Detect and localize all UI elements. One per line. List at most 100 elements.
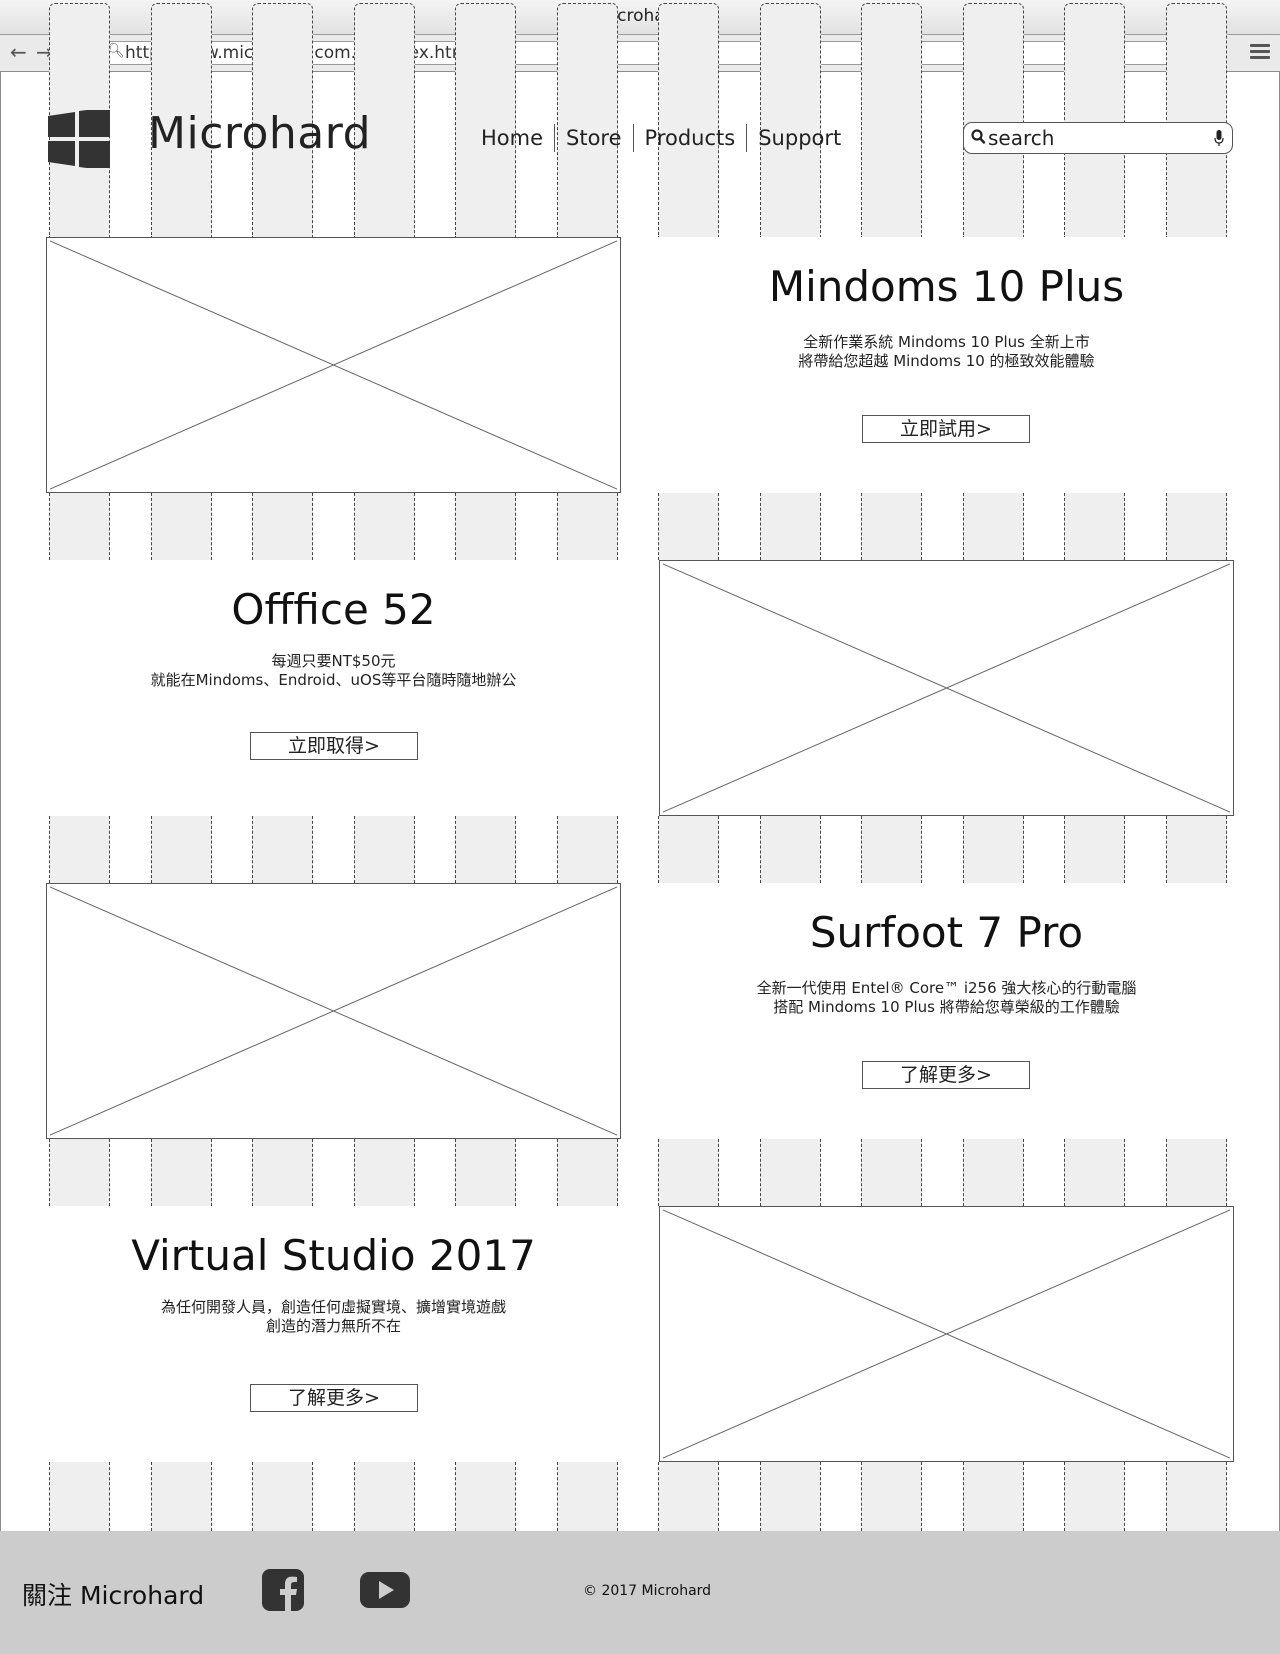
grid-column-guide <box>557 816 618 883</box>
windows-logo-icon <box>48 110 110 168</box>
image-placeholder <box>659 560 1234 816</box>
product-description-line: 全新一代使用 Entel® Core™ i256 強大核心的行動電腦 <box>756 979 1137 997</box>
grid-column-guide <box>1166 3 1227 237</box>
grid-column-guide <box>354 816 415 883</box>
main-navigation: Home Store Products Support <box>470 124 852 152</box>
grid-column-guide <box>658 1462 719 1531</box>
grid-column-guide <box>252 493 313 560</box>
product-title: Surfoot 7 Pro <box>809 908 1084 957</box>
grid-column-guide <box>861 816 922 883</box>
search-input[interactable] <box>988 125 1198 151</box>
grid-column-guide <box>1064 3 1125 237</box>
grid-column-guide <box>1064 1462 1125 1531</box>
grid-column-guide <box>354 1139 415 1206</box>
nav-support[interactable]: Support <box>758 126 842 150</box>
grid-column-guide <box>1166 1139 1227 1206</box>
grid-column-guide <box>861 1139 922 1206</box>
grid-column-guide <box>658 3 719 237</box>
grid-column-guide <box>963 3 1024 237</box>
grid-column-guide <box>1064 493 1125 560</box>
grid-column-guide <box>354 3 415 237</box>
product-block-mindoms: Mindoms 10 Plus 全新作業系統 Mindoms 10 Plus 全… <box>659 262 1234 371</box>
grid-column-guide <box>151 3 212 237</box>
grid-column-guide <box>557 493 618 560</box>
grid-column-guide <box>354 493 415 560</box>
nav-divider <box>554 124 556 152</box>
product-block-virtual-studio: Virtual Studio 2017 為任何開發人員，創造任何虛擬實境、擴增實… <box>46 1231 621 1336</box>
grid-column-guide <box>963 816 1024 883</box>
grid-column-guide <box>861 1462 922 1531</box>
grid-column-guide <box>658 1139 719 1206</box>
get-now-button[interactable]: 立即取得> <box>250 732 418 760</box>
grid-column-guide <box>760 816 821 883</box>
grid-column-guide <box>49 1462 110 1531</box>
product-block-surfoot: Surfoot 7 Pro 全新一代使用 Entel® Core™ i256 強… <box>659 908 1234 1017</box>
grid-column-guide <box>963 1462 1024 1531</box>
product-description-line: 搭配 Mindoms 10 Plus 將帶給您尊榮級的工作體驗 <box>773 998 1120 1016</box>
grid-column-guide <box>252 1139 313 1206</box>
grid-column-guide <box>557 1139 618 1206</box>
brand-name[interactable]: Microhard <box>148 108 372 159</box>
product-description-line: 創造的潛力無所不在 <box>265 1317 401 1335</box>
facebook-icon[interactable] <box>262 1569 304 1611</box>
hamburger-menu-icon[interactable] <box>1250 41 1270 63</box>
grid-column-guide <box>151 1139 212 1206</box>
grid-column-guide <box>557 1462 618 1531</box>
forward-arrow-icon[interactable]: → <box>36 40 53 64</box>
grid-column-guide <box>658 816 719 883</box>
grid-column-guide <box>354 1462 415 1531</box>
nav-store[interactable]: Store <box>566 126 622 150</box>
follow-label: 關注 Microhard <box>22 1581 205 1610</box>
product-block-office: Offfice 52 每週只要NT$50元 就能在Mindoms、Endroid… <box>46 585 621 690</box>
grid-column-guide <box>861 493 922 560</box>
product-title: Offfice 52 <box>231 585 436 634</box>
grid-column-guide <box>861 3 922 237</box>
image-placeholder <box>659 1206 1234 1462</box>
nav-divider <box>746 124 748 152</box>
grid-column-guide <box>1064 816 1125 883</box>
grid-column-guide <box>658 493 719 560</box>
grid-column-guide <box>252 3 313 237</box>
grid-column-guide <box>455 816 516 883</box>
window-frame-left <box>0 71 1 1531</box>
grid-column-guide <box>49 816 110 883</box>
product-description-line: 就能在Mindoms、Endroid、uOS等平台隨時隨地辦公 <box>150 671 517 689</box>
search-box <box>963 122 1233 154</box>
learn-more-button[interactable]: 了解更多> <box>250 1384 418 1412</box>
grid-column-guide <box>49 493 110 560</box>
product-description-line: 將帶給您超越 Mindoms 10 的極致效能體驗 <box>798 352 1095 370</box>
grid-column-guide <box>1064 1139 1125 1206</box>
grid-column-guide <box>1166 493 1227 560</box>
grid-column-guide <box>49 1139 110 1206</box>
grid-column-guide <box>760 1462 821 1531</box>
nav-divider <box>632 124 634 152</box>
nav-home[interactable]: Home <box>481 126 544 150</box>
grid-column-guide <box>151 1462 212 1531</box>
product-description-line: 每週只要NT$50元 <box>271 652 396 670</box>
try-now-button[interactable]: 立即試用> <box>862 415 1030 443</box>
key-icon: 🔍︎ <box>107 43 125 59</box>
grid-column-guide <box>455 493 516 560</box>
grid-column-guide <box>252 1462 313 1531</box>
image-placeholder <box>46 237 621 493</box>
copyright-text: © 2017 Microhard <box>583 1583 712 1599</box>
grid-column-guide <box>760 493 821 560</box>
grid-column-guide <box>151 816 212 883</box>
grid-column-guide <box>963 1139 1024 1206</box>
learn-more-button[interactable]: 了解更多> <box>862 1061 1030 1089</box>
grid-column-guide <box>455 3 516 237</box>
youtube-icon[interactable] <box>360 1572 410 1608</box>
grid-column-guide <box>557 3 618 237</box>
microphone-icon[interactable] <box>1214 130 1224 148</box>
grid-column-guide <box>963 493 1024 560</box>
back-arrow-icon[interactable]: ← <box>10 40 27 64</box>
image-placeholder <box>46 883 621 1139</box>
nav-products[interactable]: Products <box>644 126 736 150</box>
grid-column-guide <box>760 1139 821 1206</box>
grid-column-guide <box>252 816 313 883</box>
grid-column-guide <box>760 3 821 237</box>
product-description-line: 為任何開發人員，創造任何虛擬實境、擴增實境遊戲 <box>160 1298 506 1316</box>
grid-column-guide <box>455 1462 516 1531</box>
grid-column-guide <box>455 1139 516 1206</box>
grid-column-guide <box>1166 816 1227 883</box>
